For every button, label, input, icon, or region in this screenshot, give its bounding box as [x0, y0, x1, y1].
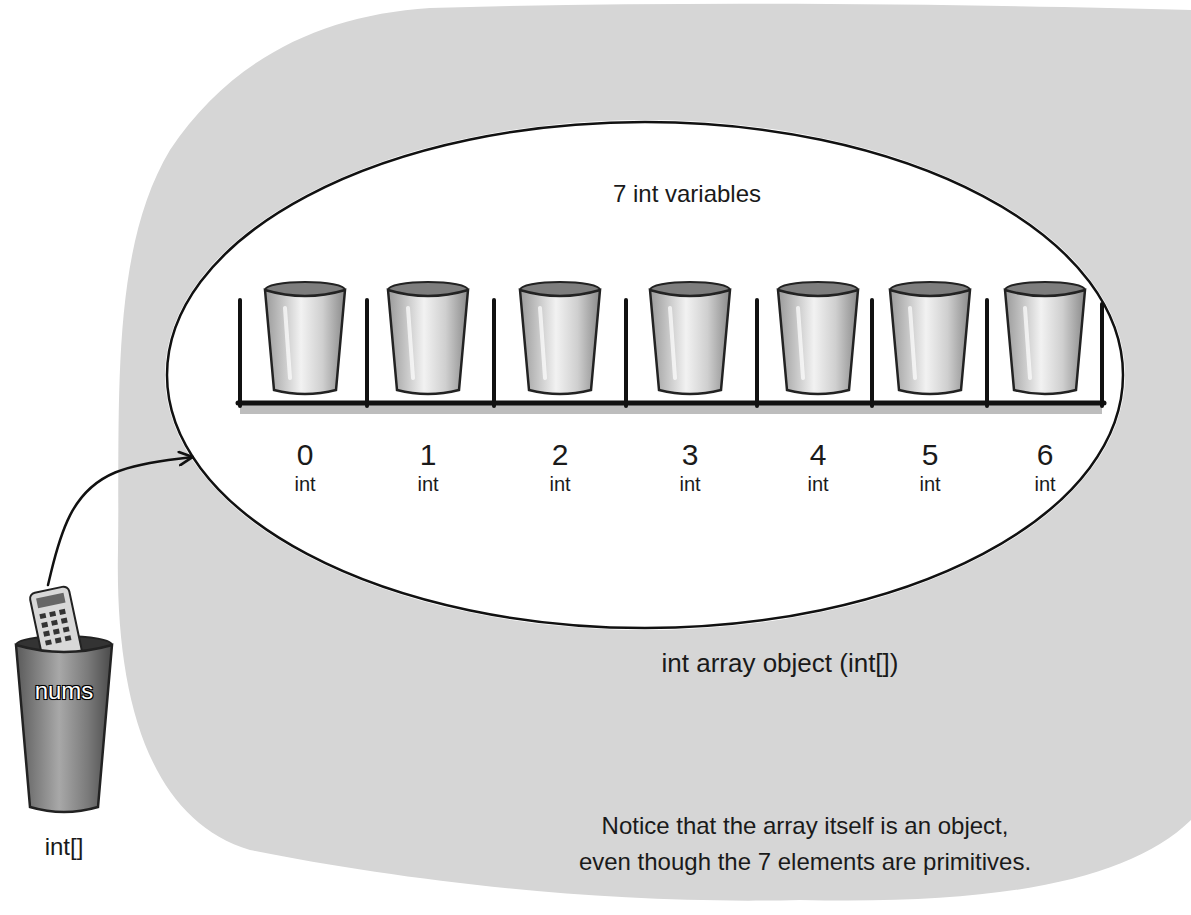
array-element-cup: 6int	[995, 278, 1095, 496]
int-cup	[768, 278, 868, 400]
int-cup	[255, 278, 355, 400]
array-element-cup: 3int	[640, 278, 740, 496]
index-number: 2	[552, 438, 569, 472]
array-element-cup: 0int	[255, 278, 355, 496]
index-number: 6	[1037, 438, 1054, 472]
type-label: int[]	[45, 833, 84, 862]
index-number: 4	[810, 438, 827, 472]
reference-arrow	[48, 457, 193, 585]
int-cup	[995, 278, 1095, 400]
type-label: int	[549, 472, 570, 496]
array-heading: 7 int variables	[613, 180, 761, 209]
cup-outline	[8, 585, 120, 825]
int-cup	[378, 278, 478, 400]
text-holder: int array object (int[])	[662, 648, 899, 679]
type-label: int	[919, 472, 940, 496]
index-number: 5	[922, 438, 939, 472]
caption: Notice that the array itself is an objec…	[575, 808, 1035, 880]
index-number: 1	[420, 438, 437, 472]
index-number: 3	[682, 438, 699, 472]
array-element-cup: 5int	[880, 278, 980, 496]
shelf-shadow	[240, 405, 1102, 414]
array-object-label: int array object (int[])	[662, 648, 899, 679]
type-label: int	[294, 472, 315, 496]
type-label: int	[1034, 472, 1055, 496]
text-holder: int[]	[45, 833, 84, 862]
array-element-cup: 2int	[510, 278, 610, 496]
type-label: int	[807, 472, 828, 496]
index-number: 0	[297, 438, 314, 472]
int-cup	[510, 278, 610, 400]
array-element-cup: 1int	[378, 278, 478, 496]
variable-name: nums	[35, 677, 94, 706]
array-object-ellipse: 7 int variablesint array object (int[])0…	[165, 120, 1125, 630]
int-cup	[640, 278, 740, 400]
type-label: int	[417, 472, 438, 496]
reference-cup: numsint[]	[8, 585, 120, 825]
int-cup	[880, 278, 980, 400]
text-holder: 7 int variables	[613, 180, 761, 209]
array-element-cup: 4int	[768, 278, 868, 496]
array-ground	[165, 120, 1125, 630]
grey-blob	[118, 4, 1191, 901]
text-holder: nums	[35, 677, 94, 706]
type-label: int	[679, 472, 700, 496]
